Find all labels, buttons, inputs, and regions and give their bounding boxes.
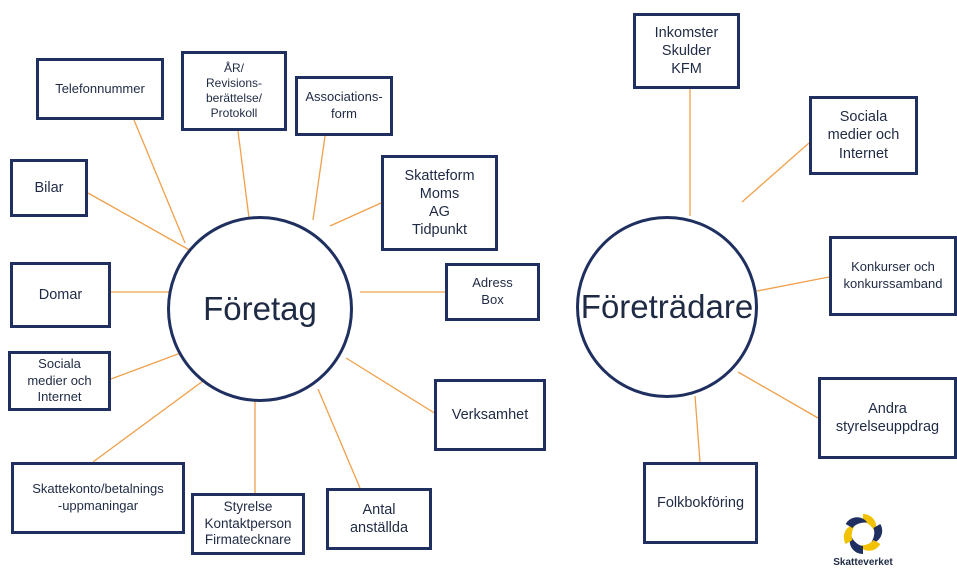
connector-line (345, 357, 437, 415)
box-inkomster-skulder-kfm: Inkomster Skulder KFM (633, 13, 740, 89)
connector-line (694, 395, 701, 463)
box-adress-box: Adress Box (445, 263, 540, 321)
box-verksamhet: Verksamhet (434, 379, 546, 451)
skatteverket-logo: Skatteverket (832, 512, 894, 574)
connector-line (237, 130, 250, 219)
connector-line (317, 388, 361, 489)
box-konkurser-och-konkurssamband: Konkurser och konkurssamband (829, 236, 957, 316)
box-associationsform: Associations- form (295, 76, 393, 136)
connector-line (737, 371, 819, 419)
logo-text: Skatteverket (833, 557, 893, 568)
connector-line (329, 202, 382, 227)
box-andra-styrelseuppdrag: Andra styrelseuppdrag (818, 377, 957, 459)
hub-foretradare: Företrädare (576, 216, 758, 398)
connector-line (312, 135, 326, 221)
connector-line (741, 142, 810, 203)
connector-line (133, 119, 186, 244)
connector-line (110, 350, 187, 380)
connector-line (87, 192, 194, 253)
box-telefonnummer: Telefonnummer (36, 58, 164, 120)
box-folkbokforing: Folkbokföring (643, 462, 758, 544)
box-skattekonto-betalningsuppmaningar: Skattekonto/betalnings -uppmaningar (11, 462, 185, 534)
skatteverket-emblem-icon (843, 514, 883, 554)
box-styrelse-kontaktperson-firmatecknare: Styrelse Kontaktperson Firmatecknare (191, 493, 305, 555)
connector-line (92, 380, 204, 463)
connector-line (756, 276, 830, 292)
box-ar-revisionsberattelse-protokoll: ÅR/ Revisions- berättelse/ Protokoll (181, 51, 287, 131)
hub-foretag: Företag (167, 216, 353, 402)
box-domar: Domar (10, 262, 111, 328)
box-antal-anstallda: Antal anställda (326, 488, 432, 550)
box-bilar: Bilar (10, 159, 88, 217)
box-sociala-medier-och-internet-foretradare: Sociala medier och Internet (809, 96, 918, 175)
box-skatteform-moms-ag-tidpunkt: Skatteform Moms AG Tidpunkt (381, 155, 498, 251)
box-sociala-medier-och-internet-foretag: Sociala medier och Internet (8, 351, 111, 411)
